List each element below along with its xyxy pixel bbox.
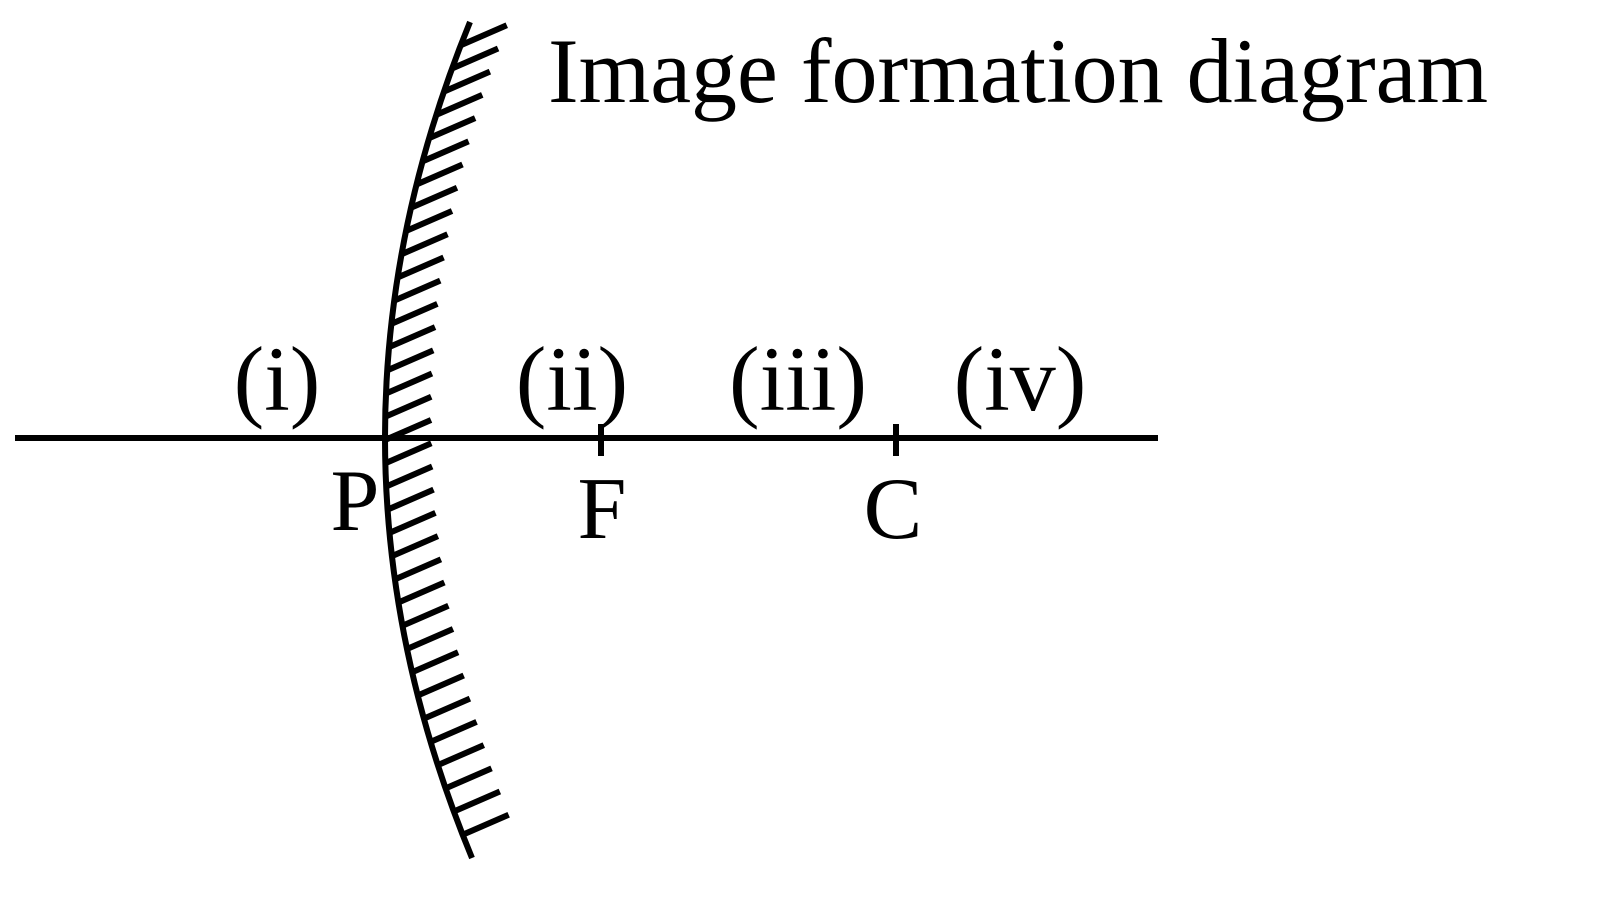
hatch-mark <box>459 22 508 48</box>
hatch-mark <box>384 394 433 420</box>
diagram-title: Image formation diagram <box>548 20 1488 122</box>
region-label-ii: (ii) <box>516 328 628 430</box>
hatch-mark <box>450 45 500 72</box>
hatch-mark <box>397 579 446 606</box>
region-label-iv: (iv) <box>954 328 1087 430</box>
region-label-iii: (iii) <box>729 328 867 430</box>
hatch-mark <box>393 556 443 583</box>
hatch-mark <box>384 370 434 397</box>
hatch-mark <box>427 115 477 141</box>
hatch-mark <box>390 533 440 559</box>
hatch-mark <box>384 440 433 466</box>
centre-label: C <box>864 461 923 558</box>
hatch-mark <box>396 254 445 281</box>
hatch-mark <box>435 92 484 118</box>
hatch-mark <box>390 301 439 327</box>
region-label-i: (i) <box>234 328 321 430</box>
hatch-mark <box>429 719 478 745</box>
hatch-mark <box>386 486 435 513</box>
hatch-mark <box>409 185 459 211</box>
hatch-mark <box>442 68 492 95</box>
hatch-mark <box>421 138 470 165</box>
mirror-hatching <box>383 22 510 838</box>
hatch-mark <box>388 510 437 536</box>
hatch-mark <box>436 742 485 768</box>
hatch-mark <box>393 277 442 304</box>
hatch-mark <box>416 672 465 699</box>
pole-label: P <box>331 453 380 550</box>
hatch-mark <box>401 603 450 629</box>
hatch-mark <box>410 649 460 675</box>
hatch-mark <box>415 161 464 188</box>
hatch-mark <box>444 765 493 792</box>
hatch-mark <box>461 812 510 838</box>
hatch-mark <box>384 463 434 490</box>
hatch-mark <box>422 695 472 722</box>
hatch-mark <box>405 626 455 652</box>
hatch-mark <box>400 231 449 257</box>
hatch-mark <box>387 324 437 350</box>
hatch-mark <box>386 347 435 374</box>
focus-label: F <box>578 461 627 558</box>
hatch-mark <box>452 788 502 815</box>
hatch-mark <box>404 208 454 234</box>
